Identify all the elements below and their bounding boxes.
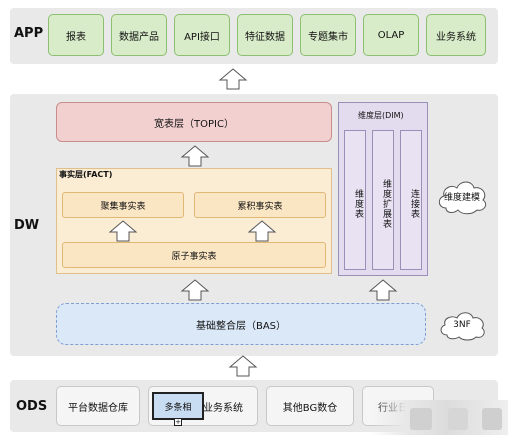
blurred-block [482,408,502,430]
resize-handle-icon[interactable]: + [174,418,182,426]
dw-layer-label: DW [14,218,40,233]
app-item-feature-data[interactable]: 特征数据 [237,14,293,56]
cloud-label: 3NF [453,320,471,330]
app-item-business-system[interactable]: 业务系统 [426,14,486,56]
app-layer-label: APP [14,26,44,41]
fact-layer-title: 事实层(FACT) [59,170,113,179]
dim-table[interactable]: 维度表 [344,130,366,270]
up-arrow-icon [108,220,138,242]
app-item-topic-mart[interactable]: 专题集市 [300,14,356,56]
up-arrow-icon [228,355,258,377]
dimensional-modeling-cloud: 维度建模 [434,176,490,216]
topic-layer[interactable]: 宽表层（TOPIC） [56,102,332,142]
blurred-block [410,408,432,430]
app-item-api[interactable]: API接口 [174,14,230,56]
accumulate-fact-table[interactable]: 累积事实表 [194,192,326,218]
cloud-label: 维度建模 [443,192,480,203]
blurred-block [448,408,468,430]
ods-item-business-system-label: 业务系统 [203,402,243,414]
app-item-report[interactable]: 报表 [48,14,104,56]
up-arrow-icon [180,145,210,167]
dim-link-table[interactable]: 连接表 [400,130,422,270]
selection-overlay-label: 多条相 [164,402,192,413]
selection-overlay[interactable]: 多条相 [152,392,204,420]
dim-layer-title: 维度层(DIM) [358,111,404,120]
3nf-cloud: 3NF [436,308,488,342]
atomic-fact-table[interactable]: 原子事实表 [62,242,326,268]
app-item-olap[interactable]: OLAP [363,14,419,56]
up-arrow-icon [180,279,210,301]
bas-layer[interactable]: 基础整合层（BAS） [56,303,426,345]
aggregate-fact-table[interactable]: 聚集事实表 [62,192,184,218]
ods-item-platform-dw[interactable]: 平台数据仓库 [56,386,140,426]
up-arrow-icon [218,68,248,90]
ods-layer-label: ODS [16,399,48,414]
ods-item-other-bg-dw[interactable]: 其他BG数仓 [266,386,354,426]
up-arrow-icon [368,279,398,301]
dim-extension-table[interactable]: 维度扩展表 [372,130,394,270]
app-item-data-product[interactable]: 数据产品 [111,14,167,56]
cloud-icon [438,181,487,215]
cloud-icon [440,312,485,341]
up-arrow-icon [247,220,277,242]
